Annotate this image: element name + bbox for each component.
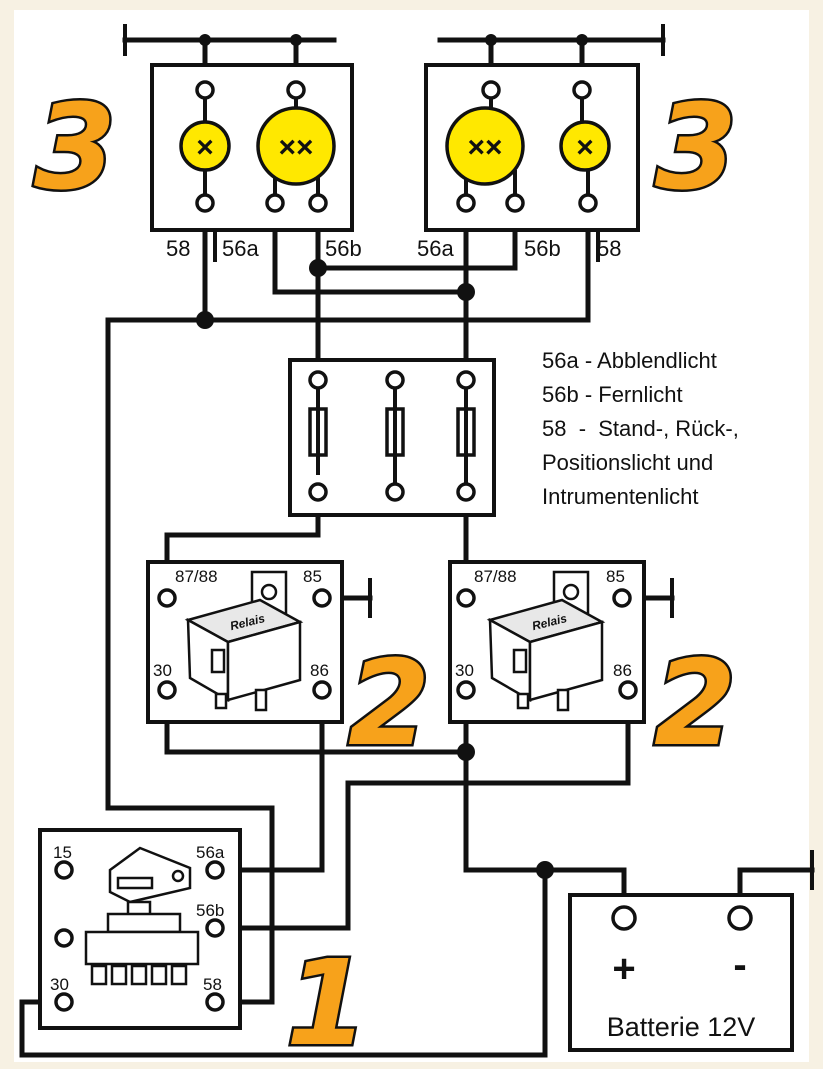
lamp-housing-left: × ×× 58 56a 56b: [150, 63, 362, 261]
switch-icon: [84, 846, 200, 986]
terminal-label: 30: [455, 661, 474, 680]
lamp-mark: ××: [467, 131, 502, 164]
light-switch: 15 56a 56b 30 58: [38, 828, 242, 1030]
terminal-label: 56b: [524, 236, 561, 261]
minus-sign: -: [733, 943, 746, 987]
terminal-label: 30: [50, 975, 69, 994]
battery-label: Batterie 12V: [607, 1012, 756, 1042]
fuse-box: [288, 358, 496, 517]
relay-icon: Relais: [486, 570, 606, 712]
lamp-double-icon: [445, 106, 525, 186]
junction-56a: [457, 283, 475, 301]
lamp-single-icon: [559, 120, 611, 172]
terminal-label: 58: [203, 975, 222, 994]
component-number-lamps-right: 3: [655, 78, 737, 216]
legend-line: Intrumentenlicht: [542, 484, 699, 509]
terminal-label: 86: [310, 661, 329, 680]
terminal-label: 86: [613, 661, 632, 680]
legend-line: 58 - Stand-, Rück-,: [542, 416, 739, 441]
legend-line: 56b - Fernlicht: [542, 382, 683, 407]
terminal-label: 56a: [417, 236, 454, 261]
lamp-double-icon: [256, 106, 336, 186]
lamp-mark: ×: [576, 131, 594, 164]
junction-56b: [309, 259, 327, 277]
junction-battery: [536, 861, 554, 879]
terminal-label: 85: [606, 567, 625, 586]
plus-sign: +: [612, 947, 635, 991]
terminal-label: 58: [166, 236, 190, 261]
legend-line: 56a - Abblendlicht: [542, 348, 717, 373]
terminal-label: 15: [53, 843, 72, 862]
battery: + - Batterie 12V: [568, 893, 794, 1052]
lamp-mark: ×: [196, 131, 214, 164]
component-number-switch: 1: [286, 934, 368, 1069]
battery-plus-terminal: [611, 905, 637, 931]
terminal-label: 56a: [222, 236, 259, 261]
lamp-single-icon: [179, 120, 231, 172]
fuse-3: [456, 370, 476, 502]
component-number-relays-right: 2: [654, 634, 736, 772]
component-number-relays-left: 2: [348, 634, 430, 772]
terminal-label: 87/88: [474, 567, 517, 586]
lamp-mark: ××: [278, 131, 313, 164]
lamp-housing-right: ×× × 56a 56b 58: [417, 63, 640, 261]
terminal-label: 56b: [325, 236, 362, 261]
terminal-label: 56b: [196, 901, 224, 920]
terminal-label: 58: [597, 236, 621, 261]
relay-left: 87/88 85 30 86 Relais: [146, 560, 344, 724]
fuse-2: [385, 370, 405, 502]
fuse-1: [308, 370, 328, 502]
relay-icon: Relais: [184, 570, 304, 712]
battery-minus-terminal: [727, 905, 753, 931]
junctions: [196, 34, 588, 879]
junction-30: [457, 743, 475, 761]
terminal-label: 87/88: [175, 567, 218, 586]
junction-58: [196, 311, 214, 329]
terminal-label: 85: [303, 567, 322, 586]
relay-right: 87/88 85 30 86 Relais: [448, 560, 646, 724]
component-number-lamps-left: 3: [34, 78, 116, 216]
terminal-label: 56a: [196, 843, 225, 862]
legend-line: Positionslicht und: [542, 450, 713, 475]
legend: 56a - Abblendlicht 56b - Fernlicht 58 - …: [542, 348, 739, 509]
terminal-label: 30: [153, 661, 172, 680]
